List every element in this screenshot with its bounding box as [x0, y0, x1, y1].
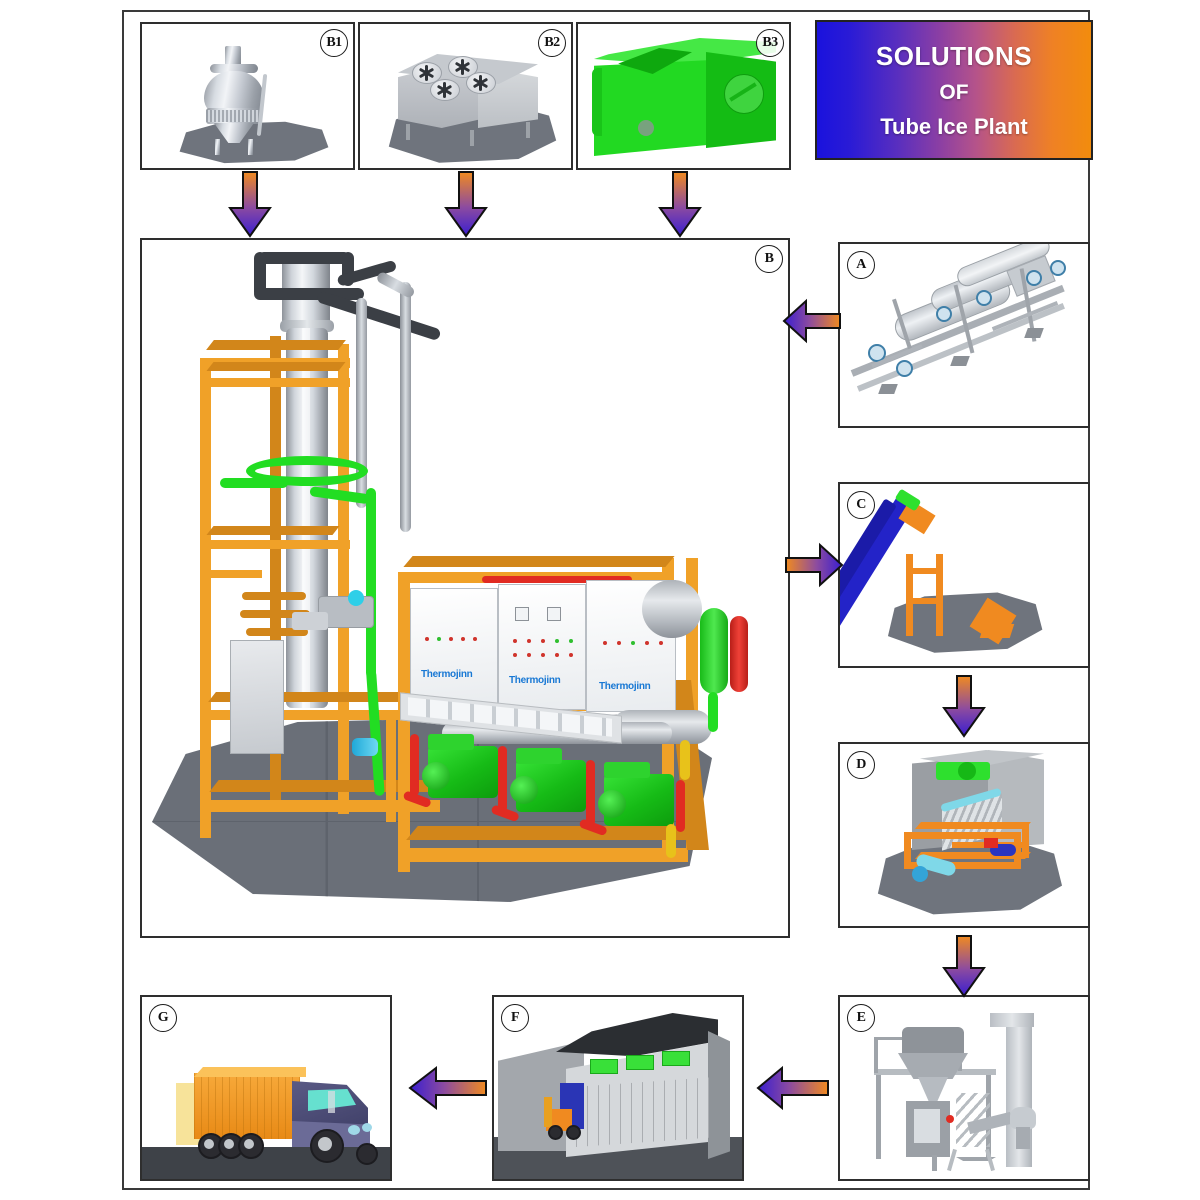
panel-label-d: D [847, 751, 875, 779]
b3-artwork [578, 24, 789, 168]
control-cabinet-1: Thermojinn [410, 588, 498, 706]
title-line-3: Tube Ice Plant [880, 113, 1028, 139]
panel-label-c: C [847, 491, 875, 519]
cabinet-brand-1: Thermojinn [421, 669, 473, 680]
b-artwork: Thermojinn Thermojinn [142, 240, 788, 936]
arrow-c-to-d [942, 675, 986, 738]
panel-label-e: E [847, 1004, 875, 1032]
panel-b1-evaporative-condenser[interactable]: B1 [140, 22, 355, 170]
arrow-b-to-c [784, 542, 844, 588]
panel-label-f: F [501, 1004, 529, 1032]
title-line-1: SOLUTIONS [875, 40, 1033, 71]
panel-label-b1: B1 [320, 29, 348, 57]
arrow-d-to-e [942, 935, 986, 998]
panel-g-delivery-truck[interactable]: G [140, 995, 392, 1181]
panel-label-b: B [755, 245, 783, 273]
panel-label-b3: B3 [756, 29, 784, 57]
g-artwork [142, 997, 390, 1179]
panel-c-inclined-conveyor[interactable]: C [838, 482, 1090, 668]
panel-e-packing-machine[interactable]: E [838, 995, 1090, 1181]
control-cabinet-2: Thermojinn [498, 584, 586, 710]
e-artwork [840, 997, 1088, 1179]
arrow-a-to-b [782, 298, 842, 344]
arrow-b1-to-b [228, 171, 272, 238]
panel-label-a: A [847, 251, 875, 279]
fan-icon-1 [412, 62, 442, 84]
f-artwork [494, 997, 742, 1179]
panel-label-b2: B2 [538, 29, 566, 57]
fan-icon-3 [430, 79, 460, 101]
panel-label-g: G [149, 1004, 177, 1032]
panel-b3-water-tank[interactable]: B3 [576, 22, 791, 170]
panel-f-cold-storage[interactable]: F [492, 995, 744, 1181]
cabinet-brand-2: Thermojinn [509, 675, 561, 686]
arrow-b2-to-b [444, 171, 488, 238]
a-artwork [840, 244, 1088, 426]
panel-a-screw-compressor[interactable]: A [838, 242, 1090, 428]
b1-artwork [142, 24, 353, 168]
title-banner: SOLUTIONS OF Tube Ice Plant [815, 20, 1093, 160]
panel-d-ice-storage-bin[interactable]: D [838, 742, 1090, 928]
cabinet-brand-3: Thermojinn [599, 681, 651, 692]
b2-artwork [360, 24, 571, 168]
arrow-f-to-g [408, 1065, 488, 1111]
panel-b2-cooling-tower[interactable]: B2 [358, 22, 573, 170]
d-artwork [840, 744, 1088, 926]
fan-icon-4 [466, 72, 496, 94]
c-artwork [840, 484, 1088, 666]
arrow-b3-to-b [658, 171, 702, 238]
arrow-e-to-f [756, 1065, 830, 1111]
title-line-2: OF [939, 80, 969, 104]
fan-icon-2 [448, 56, 478, 78]
panel-b-tube-ice-machine[interactable]: B [140, 238, 790, 938]
